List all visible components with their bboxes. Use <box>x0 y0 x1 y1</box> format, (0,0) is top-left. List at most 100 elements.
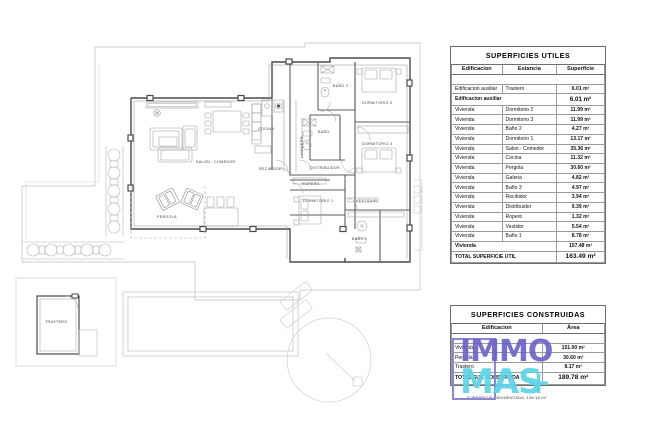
room-label-bano-2: BAÑO 2 <box>333 84 349 88</box>
table-row: Vivienda Baño 2 4.27 m² <box>451 124 605 135</box>
cell-edificacion: Vivienda <box>451 104 503 116</box>
subtotal-label: Vivienda <box>450 240 558 252</box>
cell-superficie: 9.39 m² <box>556 201 605 213</box>
table-total-construida: TOTAL SUP. CONSTRUIDA 189.78 m² <box>451 371 606 385</box>
subtotal-value: 157.48 m² <box>556 240 605 252</box>
room-label-ropero: ROPERO <box>302 182 320 186</box>
col-header-edificacion: Edificacion <box>451 65 503 76</box>
cell-area: 30.60 m² <box>541 352 606 364</box>
cell-edificacion: Vivienda <box>451 143 503 155</box>
cell-superficie: 11.99 m² <box>556 114 605 126</box>
subtotal-label: Edificacion auxiliar <box>450 93 558 106</box>
cell-superficie: 30.60 m² <box>556 163 605 174</box>
table-row: Edificacion auxiliar Trastero 6.01 m² <box>451 83 605 95</box>
cell-superficie: 8.78 m² <box>556 231 605 242</box>
room-label-salon-comedor: SALON - COMEDOR <box>196 160 236 164</box>
total-label: TOTAL SUPERFICIE UTIL <box>450 250 558 264</box>
table-spacer <box>451 333 605 344</box>
table-row: Vivienda Baño 1 8.78 m² <box>451 231 605 242</box>
table-row: Vivienda 151.00 m² <box>451 342 606 354</box>
cell-estancia: Dormitorio 1 <box>501 133 558 145</box>
table-construidas-title: SUPERFICIES CONSTRUIDAS <box>451 306 605 324</box>
cell-estancia: Baño 1 <box>501 231 558 242</box>
subtotal-value: 6.01 m² <box>556 93 605 106</box>
cell-edificacion: Vivienda <box>451 163 503 174</box>
total-label: TOTAL SUP. CONSTRUIDA <box>451 371 543 385</box>
table-spacer <box>451 74 605 85</box>
cell-edificacion: Vivienda <box>451 124 503 135</box>
room-label-dormitorio-1: DORMITORIO 1 <box>303 199 334 203</box>
cell-superficie: 4.27 m² <box>556 124 605 135</box>
cell-edificacion: Vivienda <box>451 221 503 233</box>
room-label-pergola: PERGOLA <box>157 215 177 219</box>
table-row: Vivienda Dormitorio 1 13.17 m² <box>451 133 605 145</box>
table-subtotal-aux: Edificacion auxiliar 6.01 m² <box>450 93 605 106</box>
room-label-distribuidor: DISTRIBUIDOR <box>310 166 340 170</box>
table-row: Vivienda Salon - Comedor 35.36 m² <box>451 143 605 155</box>
cell-estancia: Dormitorio 3 <box>501 114 558 126</box>
cell-edificacion: Vivienda <box>451 231 503 242</box>
room-label-lavadero: LAVADERO <box>300 136 304 158</box>
cell-estancia: Distribuidor <box>501 201 558 213</box>
cell-superficie: 5.54 m² <box>556 221 605 233</box>
table-utiles-header-row: Edificacion Estancia Superficie <box>451 65 605 76</box>
cell-estancia: Recibidor <box>501 192 558 203</box>
table-row: Trastero 8.17 m² <box>451 362 606 373</box>
room-label-recibidor: RECIBIDOR <box>259 167 283 171</box>
table-row: Vivienda Dormitorio 2 11.99 m² <box>451 104 605 116</box>
table-total-util: TOTAL SUPERFICIE UTIL 163.49 m² <box>450 250 605 264</box>
cell-edificacion: Vivienda <box>451 201 503 213</box>
cell-edificacion: Vivienda <box>451 192 503 203</box>
room-label-dormitorio-2: DORMITORIO 2 <box>362 101 393 105</box>
cell-edificacion: Vivienda <box>451 172 503 184</box>
cell-superficie: 11.99 m² <box>556 104 605 116</box>
cell-edificacion: Vivienda <box>451 182 503 194</box>
cell-edificacion: Vivienda <box>451 133 503 145</box>
table-utiles-title: SUPERFICIES UTILES <box>451 47 605 65</box>
table-construidas-header-row: Edificacion Área <box>451 324 606 335</box>
cell-edificacion: Pergola <box>451 352 543 364</box>
cell-superficie: 4.82 m² <box>556 172 605 184</box>
cell-edificacion: Edificacion auxiliar <box>451 83 503 95</box>
cell-estancia: Ropero <box>501 211 558 223</box>
cell-estancia: Pergola <box>501 163 558 174</box>
paved-surface-note: SUPERFICIE PAVIMENTADA: 136.18 m² <box>467 395 547 400</box>
cell-estancia: Baño 2 <box>501 124 558 135</box>
cell-estancia: Galeria <box>501 172 558 184</box>
table-row: Vivienda Ropero 1.32 m² <box>451 211 605 223</box>
cell-superficie: 6.01 m² <box>556 83 605 95</box>
cell-superficie: 4.97 m² <box>556 182 605 194</box>
cell-superficie: 13.17 m² <box>556 133 605 145</box>
cell-estancia: Baño 3 <box>501 182 558 194</box>
cell-superficie: 3.94 m² <box>556 192 605 203</box>
cell-edificacion: Vivienda <box>451 211 503 223</box>
cell-area: 8.17 m² <box>541 362 606 373</box>
col-header-edificacion: Edificacion <box>451 324 543 335</box>
cell-edificacion: Vivienda <box>451 114 503 126</box>
cell-edificacion: Vivienda <box>451 153 503 164</box>
table-row: Vivienda Vestidor 5.54 m² <box>451 221 605 233</box>
room-label-trastero: TRASTERO <box>45 320 68 324</box>
room-label-cocina: COCINA <box>258 127 275 131</box>
table-row: Vivienda Galeria 4.82 m² <box>451 172 605 184</box>
cell-estancia: Dormitorio 2 <box>501 104 558 116</box>
cell-edificacion: Trastero <box>451 362 543 373</box>
room-label-dormitorio-3: DORMITORIO 3 <box>362 142 393 146</box>
table-row: Pergola 30.60 m² <box>451 352 606 364</box>
cell-superficie: 1.32 m² <box>556 211 605 223</box>
cell-superficie: 35.36 m² <box>556 143 605 155</box>
cell-superficie: 11.32 m² <box>556 153 605 164</box>
table-superficies-construidas: SUPERFICIES CONSTRUIDAS Edificacion Área… <box>450 305 606 386</box>
total-value: 163.49 m² <box>556 250 605 264</box>
cell-edificacion: Vivienda <box>451 342 543 354</box>
cell-estancia: Cocina <box>501 153 558 164</box>
table-row: Vivienda Pergola 30.60 m² <box>451 163 605 174</box>
room-label-vestidor: VESTIDOR <box>356 199 378 203</box>
room-label-bano-1: BAÑO 1 <box>352 237 368 241</box>
table-row: Vivienda Cocina 11.32 m² <box>451 153 605 164</box>
col-header-estancia: Estancia <box>501 65 558 76</box>
table-row: Vivienda Baño 3 4.97 m² <box>451 182 605 194</box>
plan-vector <box>15 42 423 403</box>
col-header-area: Área <box>541 324 606 335</box>
